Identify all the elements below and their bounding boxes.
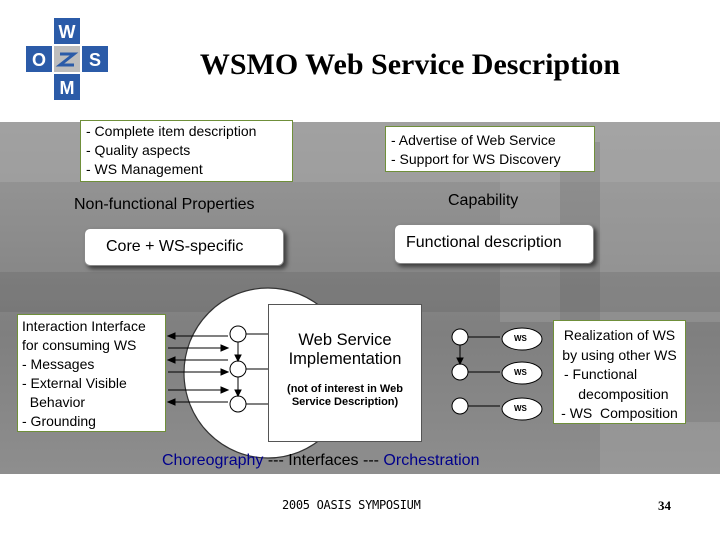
functional-description-label: Functional description — [406, 234, 562, 251]
logo-letter-o: O — [32, 50, 46, 70]
interfaces-label: Interfaces — [288, 452, 359, 469]
implementation-note-line: (not of interest in Web — [287, 383, 403, 395]
separator: --- — [263, 452, 289, 469]
interface-line: Behavior — [22, 394, 86, 410]
nonfunctional-line: - WS Management — [86, 161, 203, 177]
logo-letter-w: W — [59, 22, 76, 42]
logo-letter-m: M — [60, 78, 75, 98]
wsmo-logo-icon: W O S M — [26, 18, 108, 100]
core-ws-specific-box — [84, 228, 284, 266]
realization-box: Realization of WS by using other WS - Fu… — [553, 320, 686, 424]
nonfunctional-line: - Complete item description — [86, 123, 257, 139]
capability-label: Capability — [448, 192, 519, 209]
realization-line: Realization of WS — [563, 327, 676, 343]
ws-label: WS — [514, 368, 527, 377]
separator: --- — [358, 452, 384, 469]
logo-letter-s: S — [89, 50, 101, 70]
functional-description-box — [394, 224, 594, 264]
implementation-note-line: Service Description) — [291, 396, 399, 408]
implementation-heading-line: Web Service — [298, 331, 392, 349]
nonfunctional-line: - Quality aspects — [86, 142, 191, 158]
interaction-interface-box: Interaction Interface for consuming WS -… — [17, 314, 166, 432]
implementation-box: Web Service Implementation (not of inter… — [268, 304, 422, 442]
implementation-note: (not of interest in Web Service Descript… — [269, 383, 421, 409]
core-ws-specific-label: Core + WS-specific — [106, 238, 244, 255]
capability-line: - Support for WS Discovery — [391, 151, 561, 167]
orchestration-label: Orchestration — [383, 452, 480, 469]
realization-line: by using other WS — [562, 346, 677, 363]
choreography-label: Choreography — [162, 452, 264, 469]
interface-line: - Grounding — [22, 413, 96, 429]
footer-text: 2005 OASIS SYMPOSIUM — [282, 498, 421, 512]
implementation-heading-line: Implementation — [288, 350, 402, 368]
choreography-orchestration-line: Choreography --- Interfaces --- Orchestr… — [162, 452, 479, 470]
nonfunctional-properties-label: Non-functional Properties — [74, 196, 255, 213]
ws-label: WS — [514, 334, 527, 343]
realization-line: - Functional — [564, 366, 638, 382]
page-number: 34 — [658, 498, 671, 513]
realization-line: decomposition — [570, 385, 669, 402]
capability-description-box: - Advertise of Web Service - Support for… — [385, 126, 595, 172]
ws-label: WS — [514, 404, 527, 413]
capability-line: - Advertise of Web Service — [391, 132, 556, 148]
interface-line: Interaction Interface — [22, 318, 146, 334]
realization-line: - WS Composition — [561, 405, 678, 421]
nonfunctional-description-box: - Complete item description - Quality as… — [80, 120, 293, 182]
interface-line: - Messages — [22, 356, 95, 372]
implementation-heading: Web Service Implementation — [269, 331, 421, 369]
interface-line: for consuming WS — [22, 337, 137, 353]
page-title: WSMO Web Service Description — [199, 48, 621, 81]
interface-line: - External Visible — [22, 375, 127, 391]
